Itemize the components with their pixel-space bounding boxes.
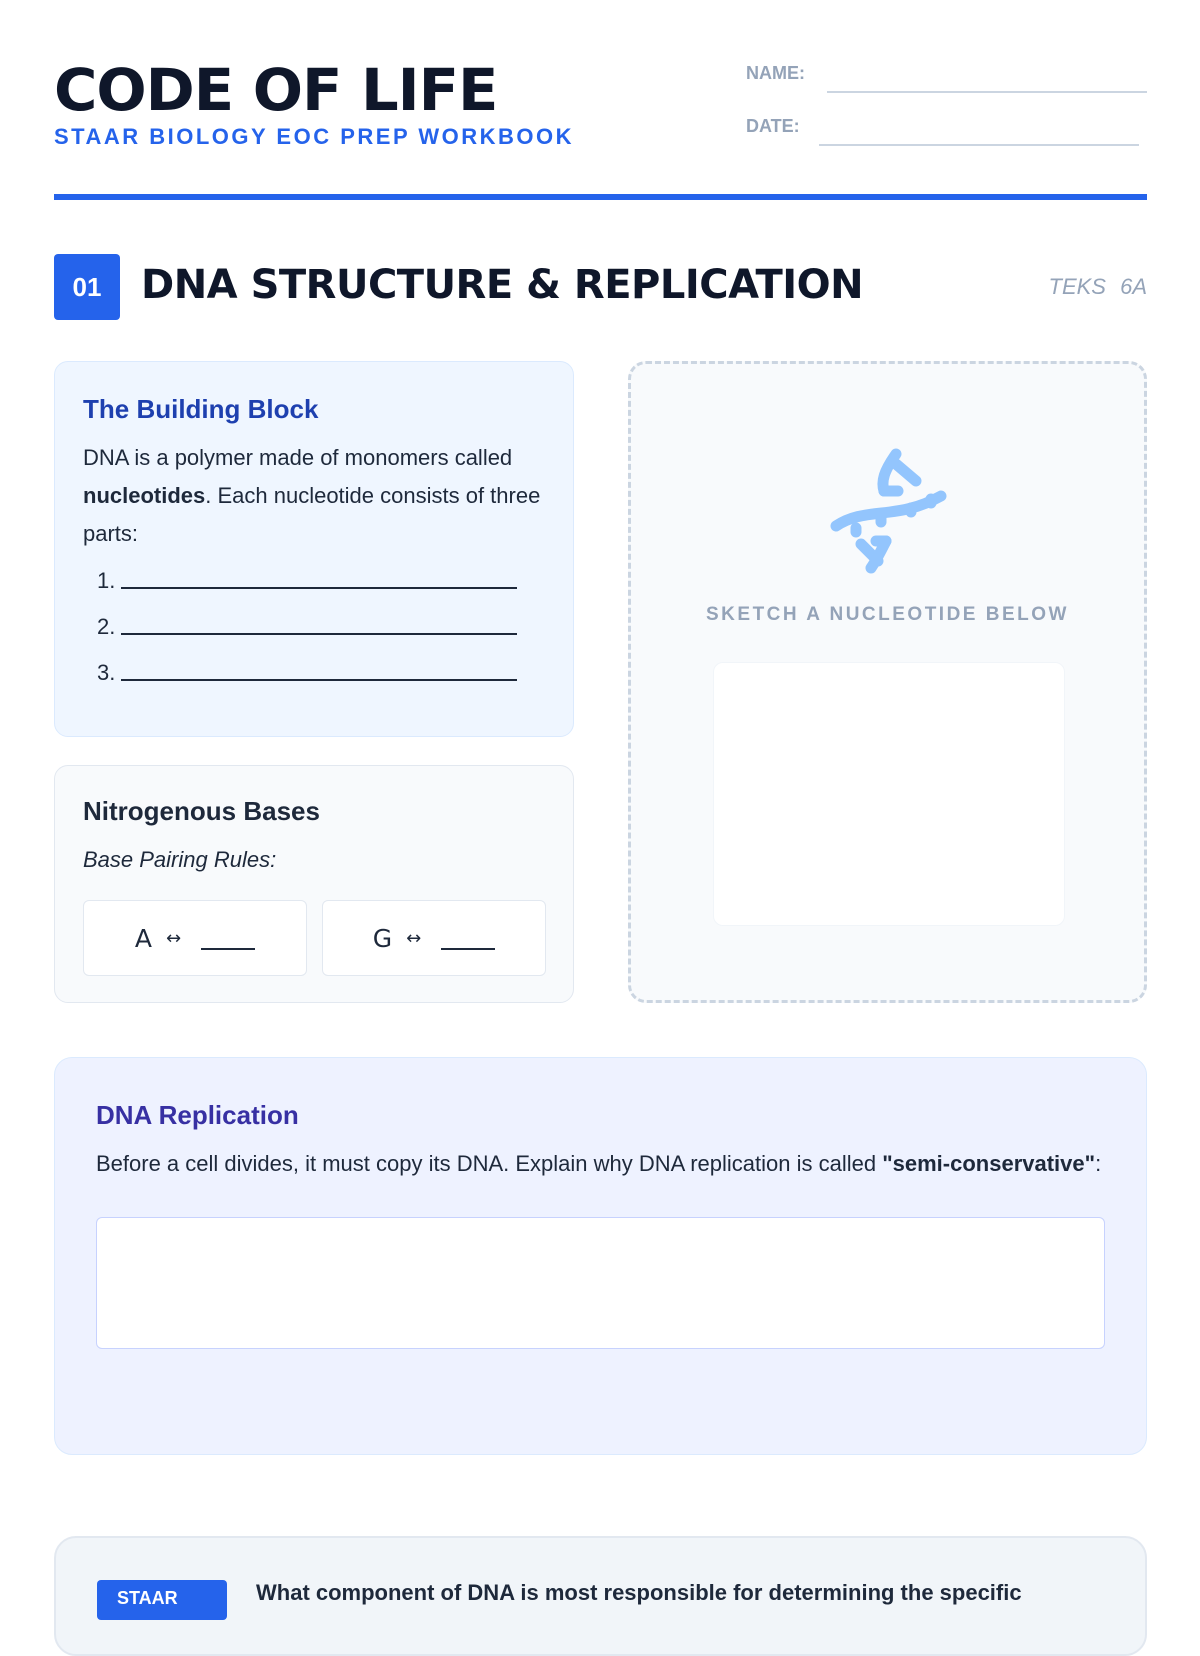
staar-question: What component of DNA is most responsibl… bbox=[256, 1580, 1022, 1605]
name-field[interactable] bbox=[827, 91, 1147, 93]
workbook-title: CODE OF LIFE bbox=[54, 56, 498, 124]
replication-prompt: Before a cell divides, it must copy its … bbox=[96, 1145, 1105, 1183]
item-number: 2. bbox=[97, 614, 116, 639]
pair-box-g[interactable]: G↔ bbox=[322, 900, 546, 976]
building-block-text: DNA is a polymer made of monomers called… bbox=[83, 439, 545, 553]
bold-term: "semi-conservative" bbox=[882, 1151, 1096, 1176]
text: DNA is a polymer made of monomers called bbox=[83, 445, 513, 470]
pair-box-a[interactable]: A↔ bbox=[83, 900, 307, 976]
sketch-label: SKETCH A NUCLEOTIDE BELOW bbox=[706, 604, 1069, 625]
teks-label: TEKS 6A bbox=[1048, 274, 1147, 299]
answer-blank[interactable] bbox=[201, 926, 256, 950]
base-letter: G bbox=[372, 923, 393, 953]
section-title: DNA STRUCTURE & REPLICATION bbox=[141, 262, 864, 308]
text: . Each nucleotide consists of three part… bbox=[83, 483, 541, 546]
pair-arrow-icon: ↔ bbox=[166, 927, 182, 949]
text: Before a cell divides, it must copy its … bbox=[96, 1151, 883, 1176]
answer-blank[interactable] bbox=[441, 926, 496, 950]
date-field[interactable] bbox=[819, 144, 1139, 146]
replication-title: DNA Replication bbox=[96, 1100, 299, 1130]
base-letter: A bbox=[134, 923, 152, 953]
section-number-badge: 01 bbox=[54, 254, 120, 320]
name-label: NAME: bbox=[746, 63, 805, 83]
sketch-panel: SKETCH A NUCLEOTIDE BELOW bbox=[628, 361, 1147, 1003]
building-block-card: The Building Block DNA is a polymer made… bbox=[54, 361, 574, 737]
bases-subtitle: Base Pairing Rules: bbox=[83, 847, 277, 872]
bases-title: Nitrogenous Bases bbox=[83, 796, 320, 826]
sketch-area[interactable] bbox=[713, 662, 1065, 926]
bold-term: nucleotides bbox=[83, 483, 206, 508]
nitrogenous-bases-card: Nitrogenous Bases Base Pairing Rules: A↔… bbox=[54, 765, 574, 1003]
text: : bbox=[1095, 1151, 1102, 1176]
item-number: 1. bbox=[97, 568, 116, 593]
answer-line-1[interactable]: 1. bbox=[97, 563, 545, 599]
pair-arrow-icon: ↔ bbox=[406, 927, 422, 949]
workbook-subtitle: STAAR BIOLOGY EOC PREP WORKBOOK bbox=[54, 124, 574, 149]
answer-line-2[interactable]: 2. bbox=[97, 609, 545, 645]
replication-answer-box[interactable] bbox=[96, 1217, 1105, 1349]
item-number: 3. bbox=[97, 660, 116, 685]
staar-badge: STAAR bbox=[97, 1580, 227, 1620]
building-block-title: The Building Block bbox=[83, 394, 319, 424]
replication-card: DNA Replication Before a cell divides, i… bbox=[54, 1057, 1147, 1455]
staar-question-card: STAAR What component of DNA is most resp… bbox=[54, 1536, 1147, 1656]
header-divider bbox=[54, 194, 1147, 200]
answer-line-3[interactable]: 3. bbox=[97, 655, 545, 691]
date-label: DATE: bbox=[746, 116, 800, 136]
dna-icon bbox=[830, 448, 947, 574]
